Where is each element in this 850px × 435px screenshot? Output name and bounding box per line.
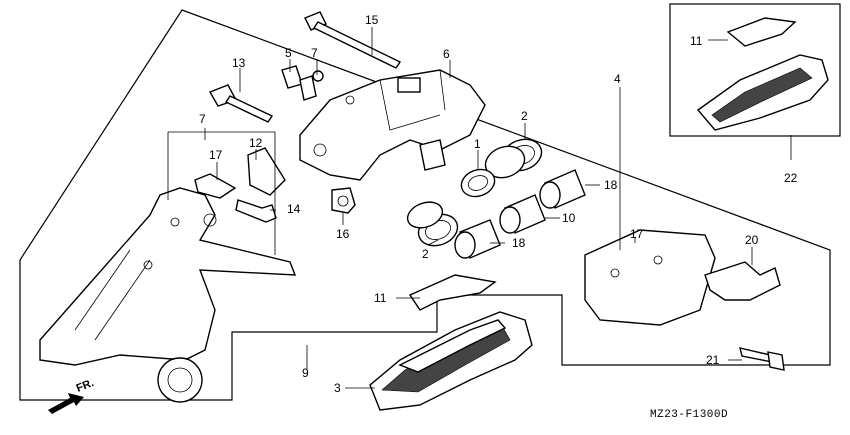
callout-10: 10	[562, 211, 576, 225]
callout-9: 7	[311, 46, 318, 60]
pad-shim-17	[584, 229, 716, 326]
callout-2-upper: 2	[521, 109, 528, 123]
piston-lower	[454, 219, 501, 259]
piston-upper	[539, 169, 586, 209]
callout-2-lower: 2	[422, 247, 429, 261]
callout-17: 17	[630, 227, 644, 241]
callout-7: 9	[302, 366, 309, 380]
callout-22: 22	[784, 171, 798, 185]
callout-14: 14	[287, 202, 301, 216]
leader-lines	[167, 27, 792, 389]
front-direction-label: FR.	[75, 377, 96, 395]
bleeder-valve	[281, 65, 324, 101]
reference-code: MZ23-F1300D	[650, 409, 728, 421]
callout-6: 7	[199, 112, 206, 126]
inset-box	[669, 3, 841, 137]
assembly-boundary	[19, 9, 831, 401]
bolt-21	[739, 347, 785, 371]
inset-parts	[696, 17, 829, 131]
callout-20: 20	[745, 233, 759, 247]
callout-11-inset: 11	[690, 34, 703, 48]
callout-5: 6	[443, 47, 450, 61]
callout-4: 4	[614, 72, 621, 86]
caliper-body	[299, 69, 486, 181]
callout-18-lower: 18	[512, 236, 526, 250]
front-direction-arrow: FR.	[48, 377, 96, 414]
pad-spring-11	[408, 274, 497, 311]
brake-pads	[369, 311, 533, 411]
pad-spring-12	[247, 147, 286, 196]
caliper-bracket	[39, 187, 297, 403]
caliper-pin-19	[304, 11, 402, 69]
bolt-14	[235, 199, 277, 223]
caliper-pin-13	[208, 84, 274, 123]
callout-11-center: 11	[374, 291, 387, 305]
callout-1: 1	[474, 137, 481, 151]
callout-15: 17	[209, 148, 223, 162]
clip-20	[704, 261, 781, 301]
callout-19: 15	[365, 13, 379, 27]
callout-21: 21	[706, 353, 720, 367]
callout-3: 3	[334, 381, 341, 395]
callout-16: 16	[336, 227, 350, 241]
piston-seals-upper	[460, 138, 543, 198]
piston-seals-lower	[406, 201, 459, 247]
callout-18-upper: 18	[604, 178, 618, 192]
nut-16	[331, 187, 356, 214]
piston-middle	[499, 194, 546, 234]
callout-12: 12	[249, 136, 263, 150]
bolt-15	[194, 173, 237, 199]
callout-13: 13	[232, 56, 246, 70]
callout-8: 5	[285, 46, 292, 60]
